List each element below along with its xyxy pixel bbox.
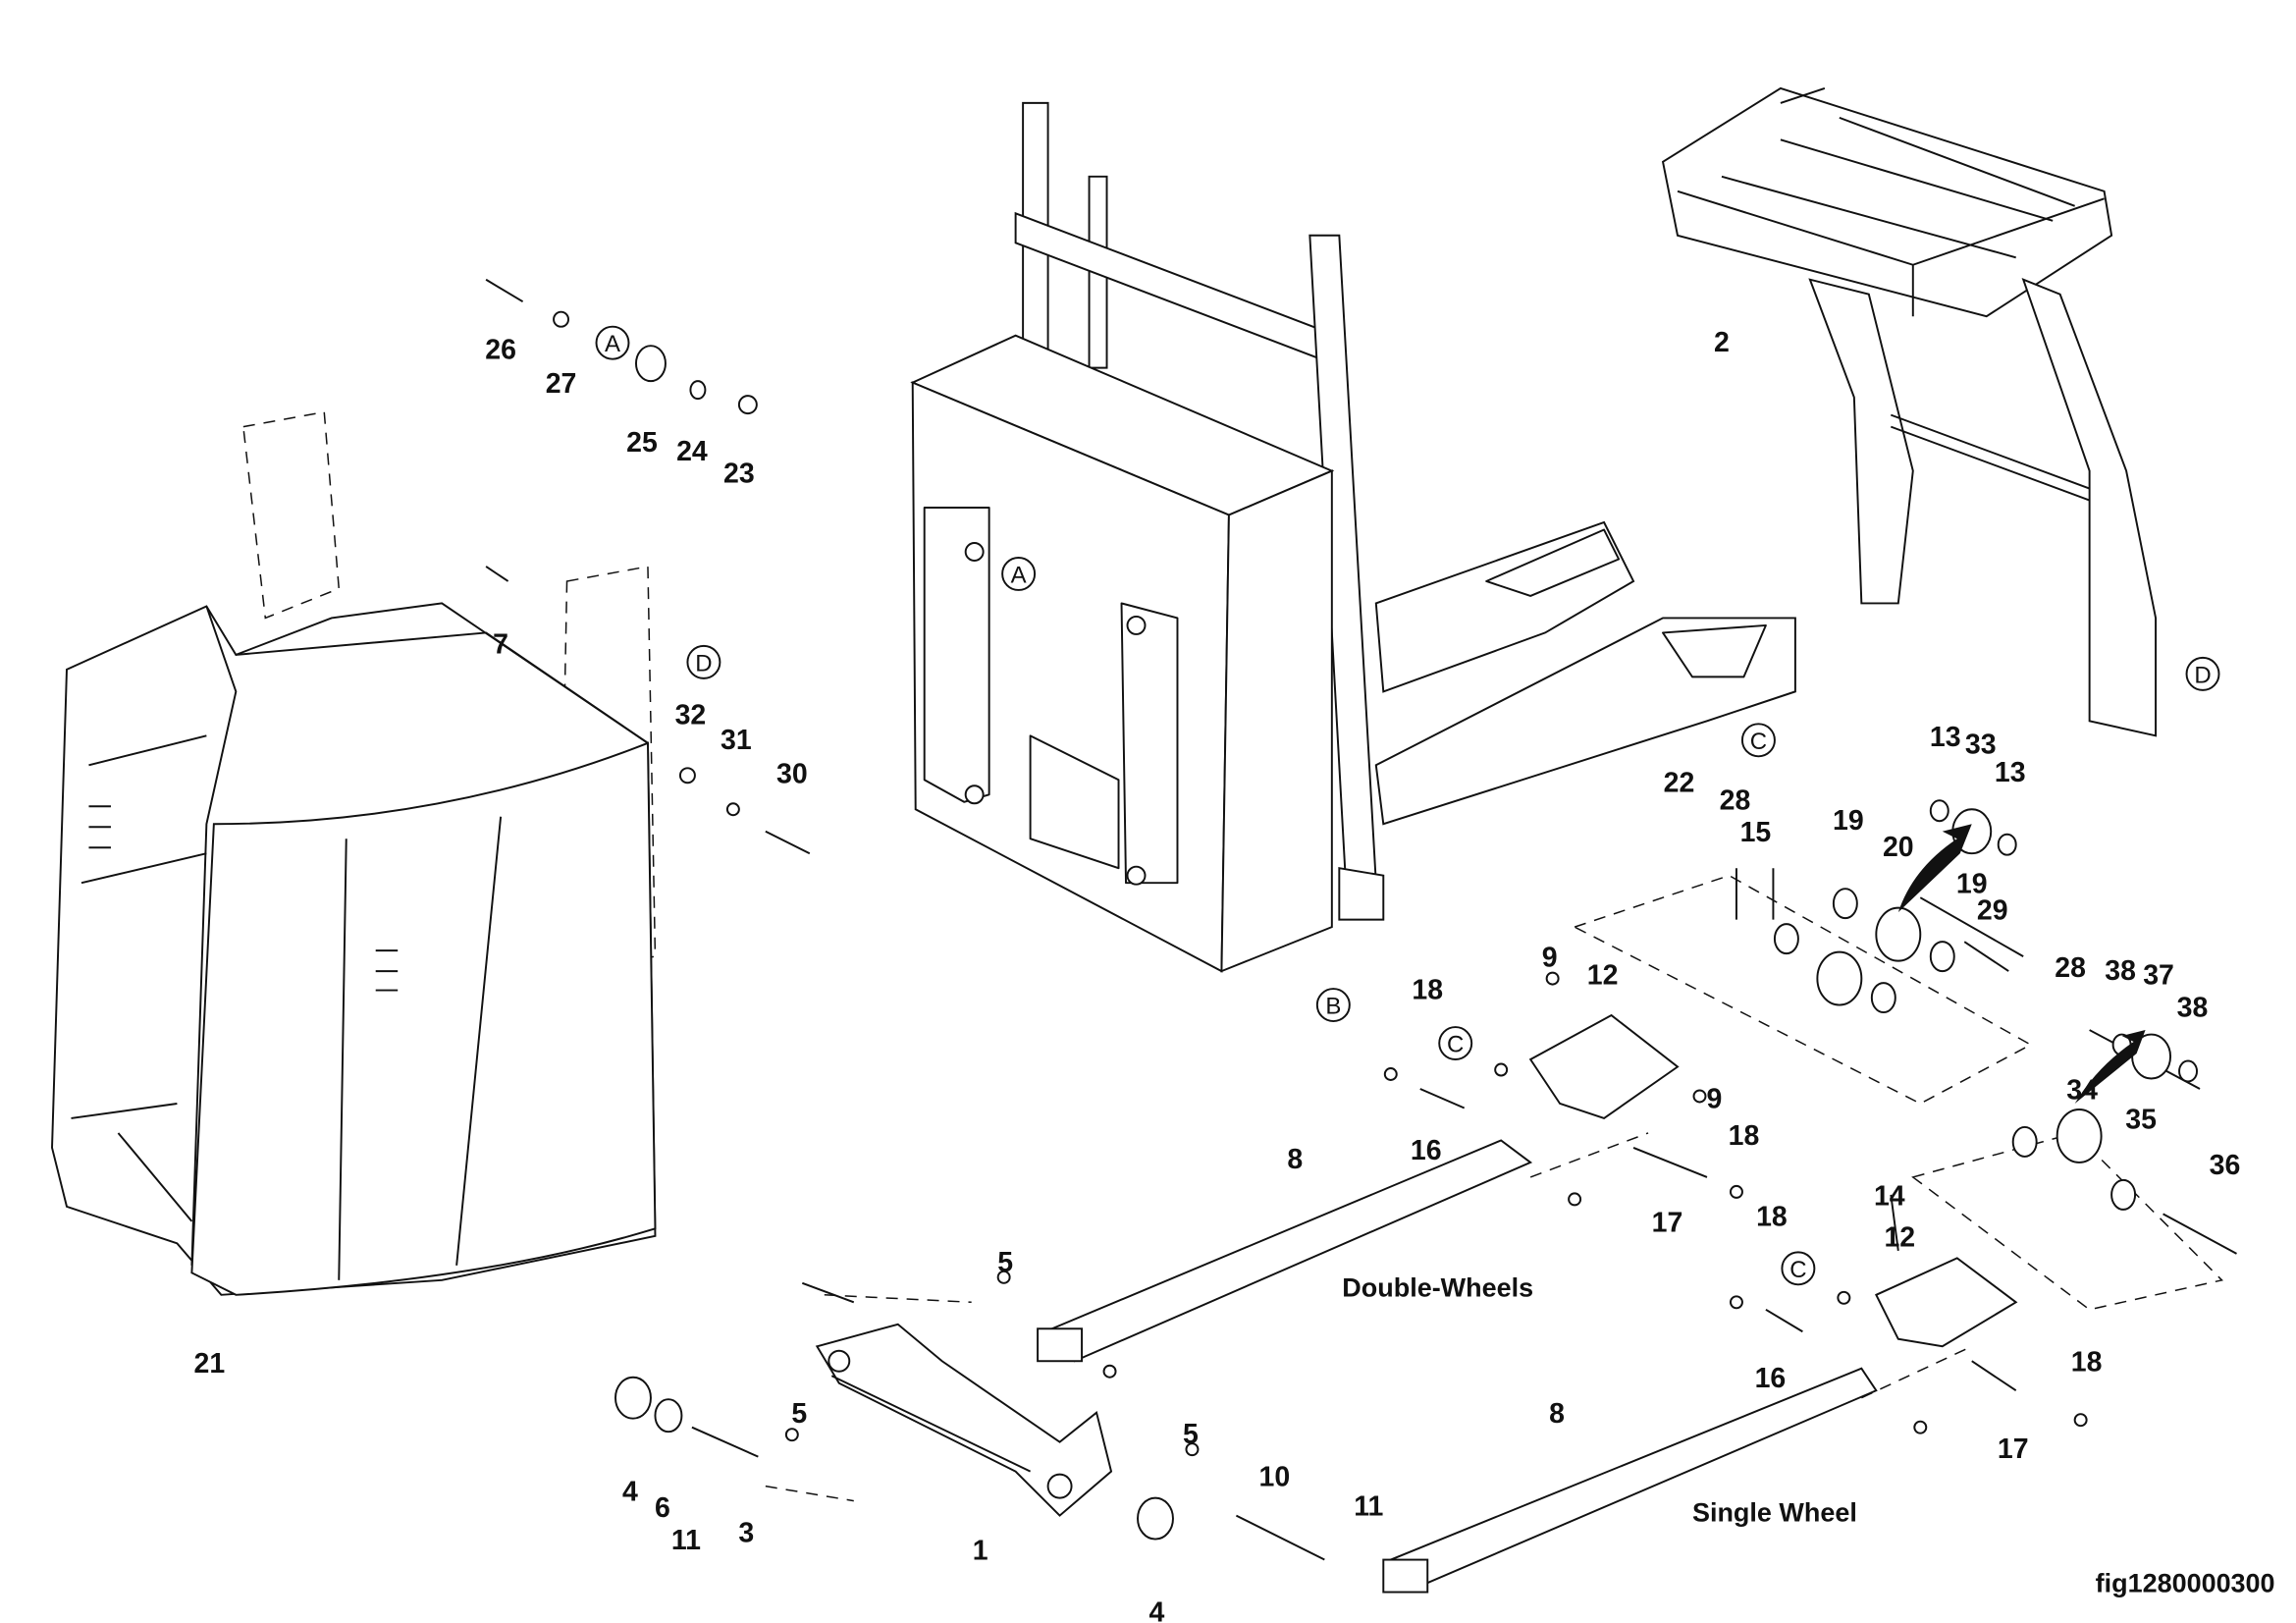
- callout-number: 21: [194, 1348, 226, 1380]
- callout-number: 12: [1587, 960, 1619, 992]
- callout-number: 11: [1354, 1491, 1383, 1523]
- forks-part: [1374, 520, 1796, 826]
- frame-part: [51, 410, 657, 1296]
- callout-number: 2: [1714, 327, 1730, 358]
- figure-id: fig1280000300: [2096, 1569, 2275, 1598]
- reference-circle: [1740, 723, 1776, 758]
- callout-number: 35: [2125, 1104, 2157, 1135]
- callout-number: 19: [1833, 805, 1864, 837]
- reference-letter: A: [1011, 562, 1027, 588]
- callout-number: 4: [1149, 1597, 1165, 1623]
- reference-circle: [1001, 557, 1037, 591]
- reference-circle: [2185, 656, 2220, 691]
- callout-number: 9: [1707, 1083, 1723, 1114]
- callout-number: 38: [2177, 993, 2209, 1024]
- callout-number: 9: [1542, 943, 1558, 974]
- mast-chassis-part: [910, 101, 1385, 973]
- callout-number: 18: [2071, 1347, 2103, 1379]
- callout-number: 27: [546, 368, 577, 400]
- callout-number: 17: [1998, 1434, 2029, 1465]
- callout-number: 13: [1930, 722, 1961, 753]
- tie-rods-part: [1037, 1139, 1878, 1594]
- reference-circle: [686, 644, 721, 679]
- callout-number: 31: [721, 725, 752, 756]
- callout-number: 5: [1183, 1419, 1199, 1450]
- caption-single-wheel: Single Wheel: [1692, 1498, 1857, 1528]
- callout-number: 1: [973, 1536, 988, 1567]
- callout-number: 8: [1549, 1398, 1565, 1430]
- reference-letter: A: [605, 331, 620, 357]
- callout-number: 12: [1884, 1221, 1915, 1253]
- callout-number: 8: [1287, 1144, 1303, 1175]
- reference-letter: B: [1325, 994, 1341, 1020]
- link-assembly-part: [815, 1323, 1113, 1517]
- callout-number: 29: [1977, 895, 2008, 927]
- reference-circle: [1315, 988, 1351, 1023]
- callout-number: 19: [1956, 869, 1988, 900]
- callout-number: 17: [1652, 1207, 1683, 1238]
- callout-number: 14: [1874, 1180, 1905, 1212]
- hardware-parts: [485, 278, 2237, 1561]
- reference-letter: D: [2194, 662, 2211, 688]
- callout-number: 3: [738, 1518, 754, 1549]
- backrest-part: [1661, 86, 2158, 737]
- callout-number: 11: [671, 1525, 701, 1556]
- callout-number: 28: [1720, 784, 1751, 816]
- reference-letter: C: [1447, 1032, 1464, 1058]
- callout-number: 37: [2143, 960, 2174, 992]
- callout-number: 16: [1411, 1135, 1442, 1166]
- callout-number: 34: [2066, 1074, 2098, 1106]
- reference-circle: [1781, 1251, 1816, 1286]
- callout-number: 28: [2055, 952, 2086, 984]
- callout-number: 10: [1259, 1462, 1291, 1493]
- callout-number: 18: [1412, 975, 1443, 1006]
- callout-number: 32: [675, 699, 707, 730]
- callout-number: 25: [626, 427, 658, 459]
- callout-number: 36: [2210, 1150, 2241, 1181]
- bogie-parts: [765, 874, 2224, 1502]
- callout-number: 38: [2105, 955, 2136, 987]
- callout-number: 22: [1664, 767, 1695, 798]
- callout-number: 15: [1740, 817, 1772, 848]
- callout-number: 16: [1755, 1363, 1787, 1394]
- callout-number: 20: [1883, 832, 1914, 863]
- callout-number: 33: [1965, 729, 1997, 760]
- callout-number: 13: [1995, 757, 2026, 788]
- reference-letter: C: [1789, 1257, 1806, 1283]
- caption-double-wheels: Double-Wheels: [1342, 1272, 1533, 1302]
- callout-number: 18: [1729, 1120, 1760, 1152]
- reference-letter: D: [695, 650, 712, 676]
- reference-letter: C: [1750, 729, 1767, 755]
- callout-number: 5: [791, 1398, 807, 1430]
- reference-circle: [1438, 1026, 1473, 1060]
- reference-circle: [595, 325, 630, 360]
- callout-number: 7: [493, 628, 508, 660]
- callout-number: 30: [776, 758, 808, 789]
- callout-number: 23: [723, 459, 755, 490]
- callout-number: 6: [655, 1492, 670, 1524]
- callout-number: 26: [485, 335, 516, 366]
- callout-number: 18: [1756, 1201, 1788, 1232]
- callout-number: 24: [676, 436, 708, 467]
- callout-number: 4: [622, 1477, 638, 1508]
- callout-number: 5: [997, 1247, 1013, 1278]
